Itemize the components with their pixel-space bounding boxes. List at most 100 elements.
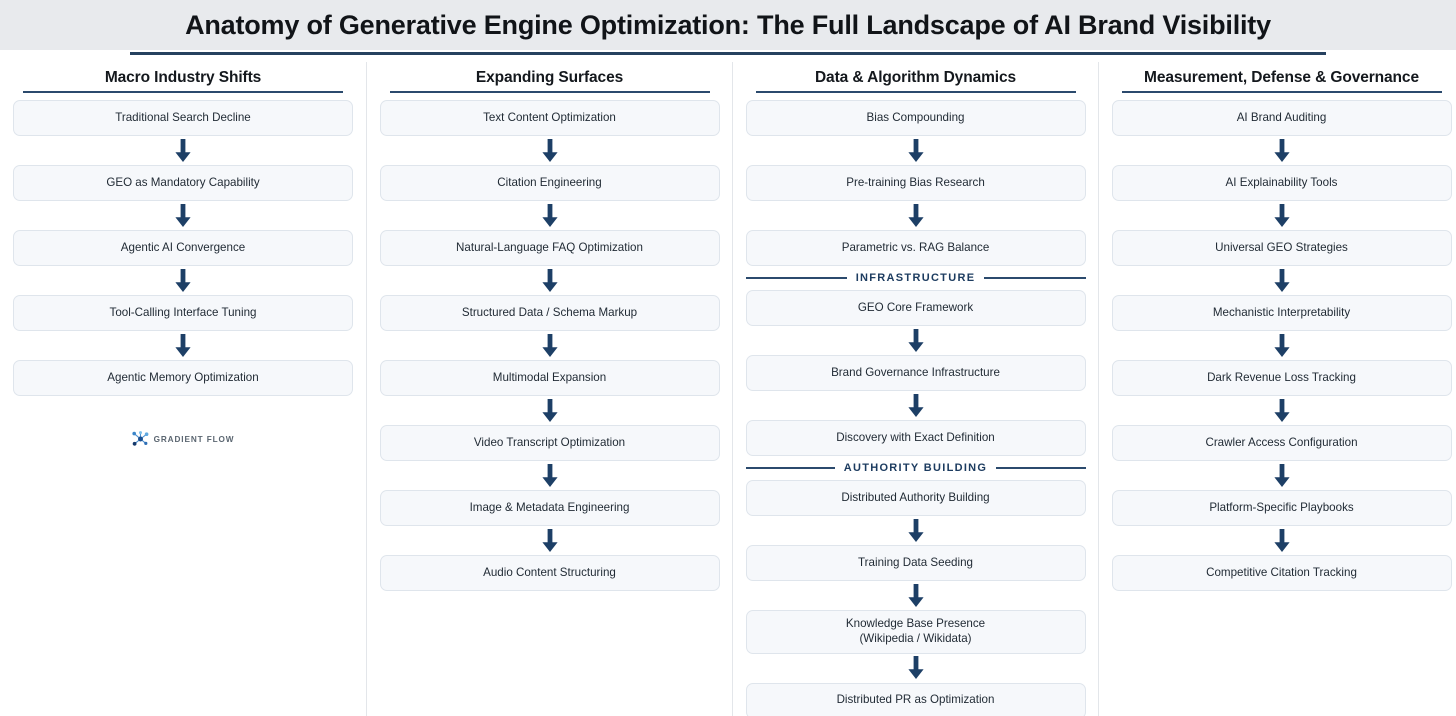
flow-node-label: Structured Data / Schema Markup: [461, 305, 638, 319]
flow-node-label: Crawler Access Configuration: [1205, 435, 1358, 449]
arrow-down-icon: [174, 331, 192, 360]
flow-node-platform-specific-playbooks[interactable]: Platform-Specific Playbooks: [1111, 490, 1452, 526]
flow-node-label: Universal GEO Strategies: [1215, 240, 1348, 254]
header-band: [0, 0, 1456, 50]
section-divider-label: AUTHORITY BUILDING: [843, 462, 988, 474]
flow-node-video-transcript-optimization[interactable]: Video Transcript Optimization: [379, 425, 720, 461]
flow-node-audio-content-structuring[interactable]: Audio Content Structuring: [379, 555, 720, 591]
divider-rule-right: [984, 277, 1086, 279]
divider-rule-left: [745, 277, 847, 279]
arrow-down-icon: [907, 581, 925, 610]
section-divider-label: INFRASTRUCTURE: [855, 272, 976, 284]
arrow-down-icon: [907, 201, 925, 230]
flow-node-discovery-with-exact-definition[interactable]: Discovery with Exact Definition: [745, 420, 1086, 456]
flow-node-label: Brand Governance Infrastructure: [831, 365, 1000, 379]
arrow-down-icon: [907, 326, 925, 355]
flow-node-agentic-memory-optimization[interactable]: Agentic Memory Optimization: [13, 360, 353, 396]
flow-node-structured-data-schema-markup[interactable]: Structured Data / Schema Markup: [379, 295, 720, 331]
arrow-down-icon: [1273, 526, 1291, 555]
flow-node-label: Training Data Seeding: [858, 555, 973, 569]
flow-node-ai-brand-auditing[interactable]: AI Brand Auditing: [1111, 100, 1452, 136]
flow-node-text-content-optimization[interactable]: Text Content Optimization: [379, 100, 720, 136]
divider-rule-left: [745, 467, 835, 469]
flow-node-label: Knowledge Base Presence: [845, 617, 986, 630]
arrow-down-icon: [907, 136, 925, 165]
flow-node-crawler-access-configuration[interactable]: Crawler Access Configuration: [1111, 425, 1452, 461]
column-title: Macro Industry Shifts: [104, 69, 262, 86]
section-divider-infrastructure: INFRASTRUCTURE: [745, 266, 1086, 290]
flow-node-label: AI Explainability Tools: [1225, 175, 1338, 189]
arrow-down-icon: [1273, 136, 1291, 165]
arrow-down-icon: [1273, 201, 1291, 230]
title-underline-rule: [130, 52, 1326, 55]
flow-node-label: Multimodal Expansion: [492, 370, 607, 384]
flow-node-label: Distributed PR as Optimization: [836, 693, 995, 707]
flow-node-multimodal-expansion[interactable]: Multimodal Expansion: [379, 360, 720, 396]
flow-node-tool-calling-interface-tuning[interactable]: Tool-Calling Interface Tuning: [13, 295, 353, 331]
flow-node-label: Traditional Search Decline: [115, 110, 251, 124]
arrow-down-icon: [541, 396, 559, 425]
brand-logo: GRADIENT FLOW: [10, 431, 356, 447]
flow-node-label: Tool-Calling Interface Tuning: [109, 305, 257, 319]
flow-node-traditional-search-decline[interactable]: Traditional Search Decline: [13, 100, 353, 136]
flow-node-universal-geo-strategies[interactable]: Universal GEO Strategies: [1111, 230, 1452, 266]
flow-node-sublabel: (Wikipedia / Wikidata): [859, 631, 972, 645]
flow-node-dark-revenue-loss-tracking[interactable]: Dark Revenue Loss Tracking: [1111, 360, 1452, 396]
flow-node-label: Natural-Language FAQ Optimization: [456, 240, 643, 254]
arrow-down-icon: [174, 201, 192, 230]
column-title-underline: [23, 91, 343, 93]
arrow-down-icon: [907, 654, 925, 683]
flow-node-agentic-ai-convergence[interactable]: Agentic AI Convergence: [13, 230, 353, 266]
flow-node-label: GEO Core Framework: [857, 300, 974, 314]
column-title-underline: [1121, 91, 1442, 93]
flow-node-mechanistic-interpretability[interactable]: Mechanistic Interpretability: [1111, 295, 1452, 331]
flow-node-label: Image & Metadata Engineering: [469, 500, 630, 514]
flow-node-citation-engineering[interactable]: Citation Engineering: [379, 165, 720, 201]
flow-node-geo-as-mandatory-capability[interactable]: GEO as Mandatory Capability: [13, 165, 353, 201]
flow-node-distributed-pr-as-optimization[interactable]: Distributed PR as Optimization: [745, 682, 1086, 716]
arrow-down-icon: [541, 201, 559, 230]
flow-node-label: Text Content Optimization: [483, 110, 616, 124]
flow-node-training-data-seeding[interactable]: Training Data Seeding: [745, 545, 1086, 581]
flow-node-pre-training-bias-research[interactable]: Pre-training Bias Research: [745, 165, 1086, 201]
arrow-down-icon: [907, 391, 925, 420]
flow-node-image-metadata-engineering[interactable]: Image & Metadata Engineering: [379, 490, 720, 526]
divider-rule-right: [996, 467, 1086, 469]
flow-node-label: Video Transcript Optimization: [473, 435, 626, 449]
page-title: Anatomy of Generative Engine Optimizatio…: [185, 9, 1271, 40]
flow-node-label: Bias Compounding: [866, 110, 965, 124]
arrow-down-icon: [174, 266, 192, 295]
flow-node-competitive-citation-tracking[interactable]: Competitive Citation Tracking: [1111, 555, 1452, 591]
flow-node-ai-explainability-tools[interactable]: AI Explainability Tools: [1111, 165, 1452, 201]
flow-node-label: Agentic Memory Optimization: [107, 370, 259, 384]
flow-node-label: Parametric vs. RAG Balance: [841, 240, 990, 254]
flow-node-knowledge-base-presence[interactable]: Knowledge Base Presence(Wikipedia / Wiki…: [745, 610, 1086, 654]
column-title: Measurement, Defense & Governance: [1144, 69, 1419, 86]
column-flow-body: AI Brand Auditing AI Explainability Tools…: [1109, 100, 1454, 591]
flow-node-label: Mechanistic Interpretability: [1212, 305, 1351, 319]
flow-node-label: Platform-Specific Playbooks: [1209, 500, 1354, 514]
flow-node-label: Discovery with Exact Definition: [836, 430, 995, 444]
column-title: Expanding Surfaces: [475, 69, 624, 86]
brand-name: GRADIENT FLOW: [153, 434, 235, 444]
network-nodes-icon: [131, 431, 149, 447]
flow-node-distributed-authority-building[interactable]: Distributed Authority Building: [745, 480, 1086, 516]
flow-node-natural-language-faq-optimization[interactable]: Natural-Language FAQ Optimization: [379, 230, 720, 266]
column-title-underline: [755, 91, 1076, 93]
arrow-down-icon: [1273, 266, 1291, 295]
flow-node-parametric-vs-rag-balance[interactable]: Parametric vs. RAG Balance: [745, 230, 1086, 266]
flow-node-label: Audio Content Structuring: [483, 565, 616, 579]
flow-node-brand-governance-infrastructure[interactable]: Brand Governance Infrastructure: [745, 355, 1086, 391]
arrow-down-icon: [1273, 331, 1291, 360]
arrow-down-icon: [1273, 396, 1291, 425]
flow-node-bias-compounding[interactable]: Bias Compounding: [745, 100, 1086, 136]
flow-node-label: Distributed Authority Building: [841, 490, 990, 504]
arrow-down-icon: [541, 331, 559, 360]
flow-node-geo-core-framework[interactable]: GEO Core Framework: [745, 290, 1086, 326]
